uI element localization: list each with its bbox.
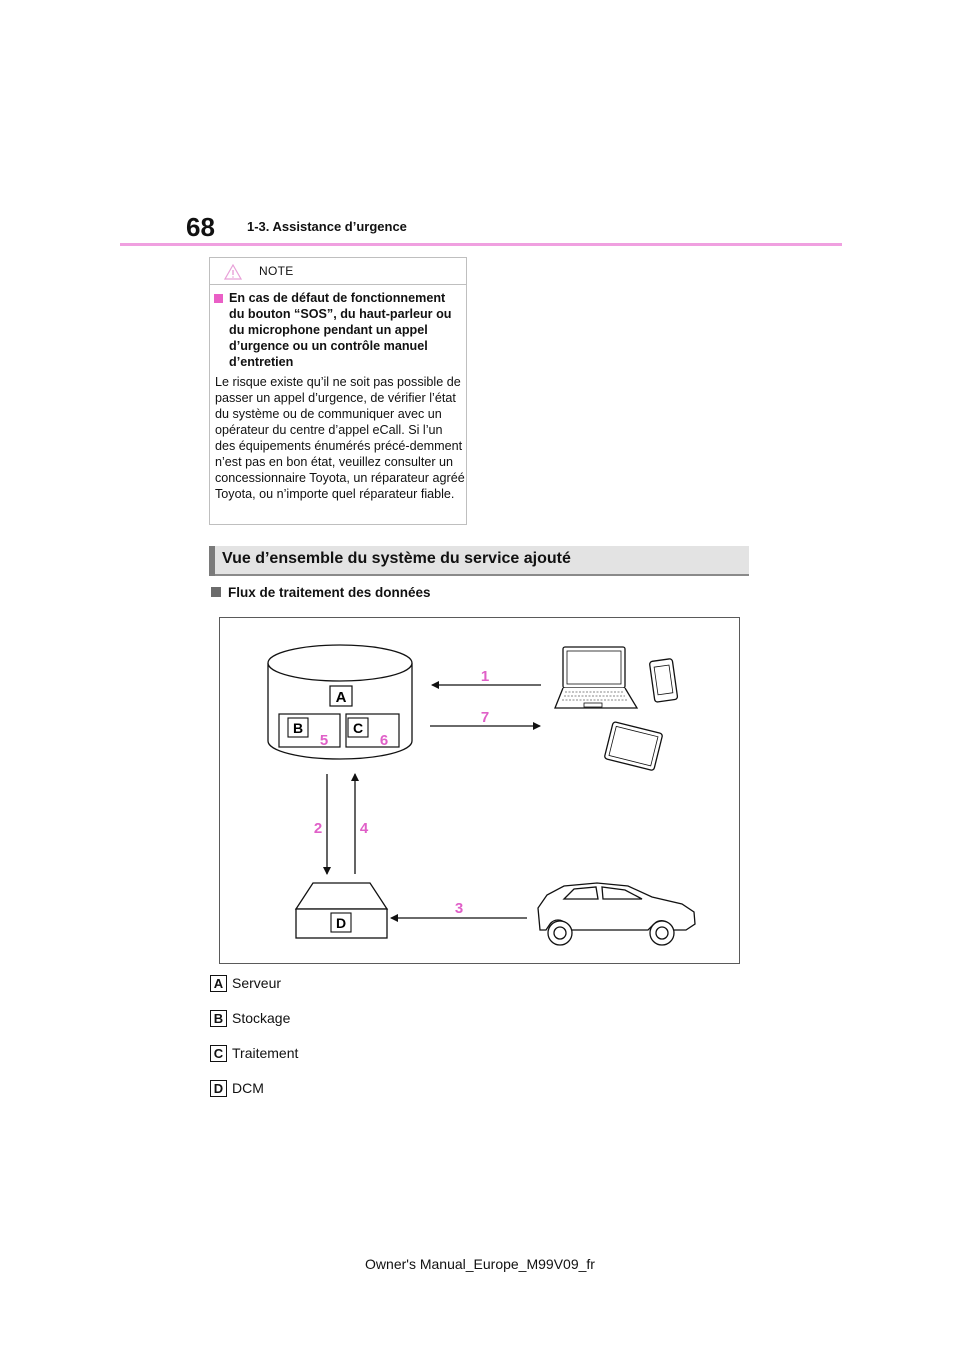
car-icon	[537, 882, 696, 946]
section-bar	[209, 546, 749, 576]
legend-letter: C	[210, 1045, 227, 1062]
diagram-canvas: A B 5 C 6 1 7 2 4 D 3	[267, 644, 696, 946]
dcm-label: D	[336, 915, 346, 931]
flow-number-4: 4	[360, 820, 369, 837]
section-bar-accent	[209, 546, 215, 576]
processing-label-box	[347, 717, 369, 738]
flow-number-7: 7	[481, 709, 489, 726]
smartphone-icon	[649, 658, 679, 703]
note-body: Le risque existe qu’il ne soit pas possi…	[215, 375, 465, 501]
tablet-icon	[604, 721, 663, 771]
sub-heading: Flux de traitement des données	[228, 585, 431, 600]
header-rule	[120, 243, 842, 246]
legend-label: Traitement	[232, 1045, 299, 1061]
subheading-square	[211, 587, 221, 597]
legend-letter: B	[210, 1010, 227, 1027]
server-label: A	[336, 689, 347, 706]
legend-letter: A	[210, 975, 227, 992]
legend-label: Stockage	[232, 1010, 291, 1026]
dcm-label-box	[330, 912, 352, 933]
legend-label: DCM	[232, 1080, 264, 1096]
legend-letter: D	[210, 1080, 227, 1097]
flow-number-2: 2	[314, 820, 322, 837]
server-label-box	[329, 685, 353, 707]
note-header	[210, 258, 466, 285]
data-flow-diagram: A B 5 C 6 1 7 2 4 D 3	[219, 617, 740, 964]
legend-label: Serveur	[232, 975, 282, 991]
note-bullet-square	[214, 294, 223, 303]
note-subtitle: En cas de défaut de fonctionnement du bo…	[229, 291, 452, 369]
laptop-icon	[554, 646, 639, 709]
flow-number-1: 1	[481, 668, 489, 685]
flow-number-6: 6	[380, 732, 388, 749]
storage-label: B	[293, 720, 303, 736]
chapter-header: 1-3. Assistance d’urgence	[247, 219, 407, 234]
footer-manual-id: Owner's Manual_Europe_M99V09_fr	[365, 1256, 595, 1272]
processing-label: C	[353, 720, 363, 736]
warning-icon	[224, 264, 242, 280]
section-title: Vue d’ensemble du système du service ajo…	[222, 550, 571, 567]
storage-label-box	[287, 717, 309, 738]
note-title: NOTE	[259, 264, 294, 278]
flow-number-5: 5	[320, 732, 328, 749]
page-number: 68	[186, 212, 215, 242]
note-box	[209, 257, 467, 525]
flow-number-3: 3	[455, 900, 463, 917]
